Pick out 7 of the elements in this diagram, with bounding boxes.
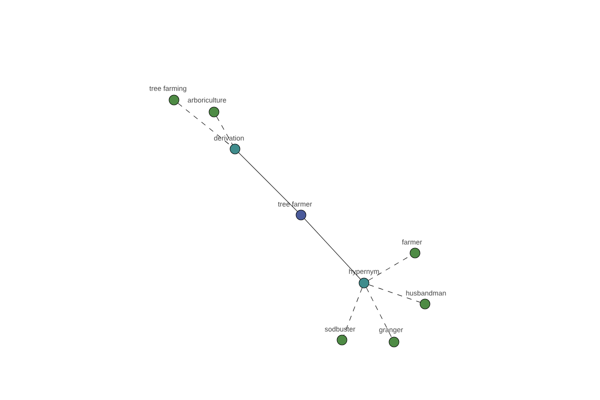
connector-line (216, 116, 233, 145)
connector-line (344, 288, 362, 336)
connector-line (304, 218, 361, 280)
connector-line (178, 103, 232, 146)
connector-line (238, 152, 298, 212)
connector-line (366, 287, 392, 338)
connector-line (368, 284, 420, 303)
